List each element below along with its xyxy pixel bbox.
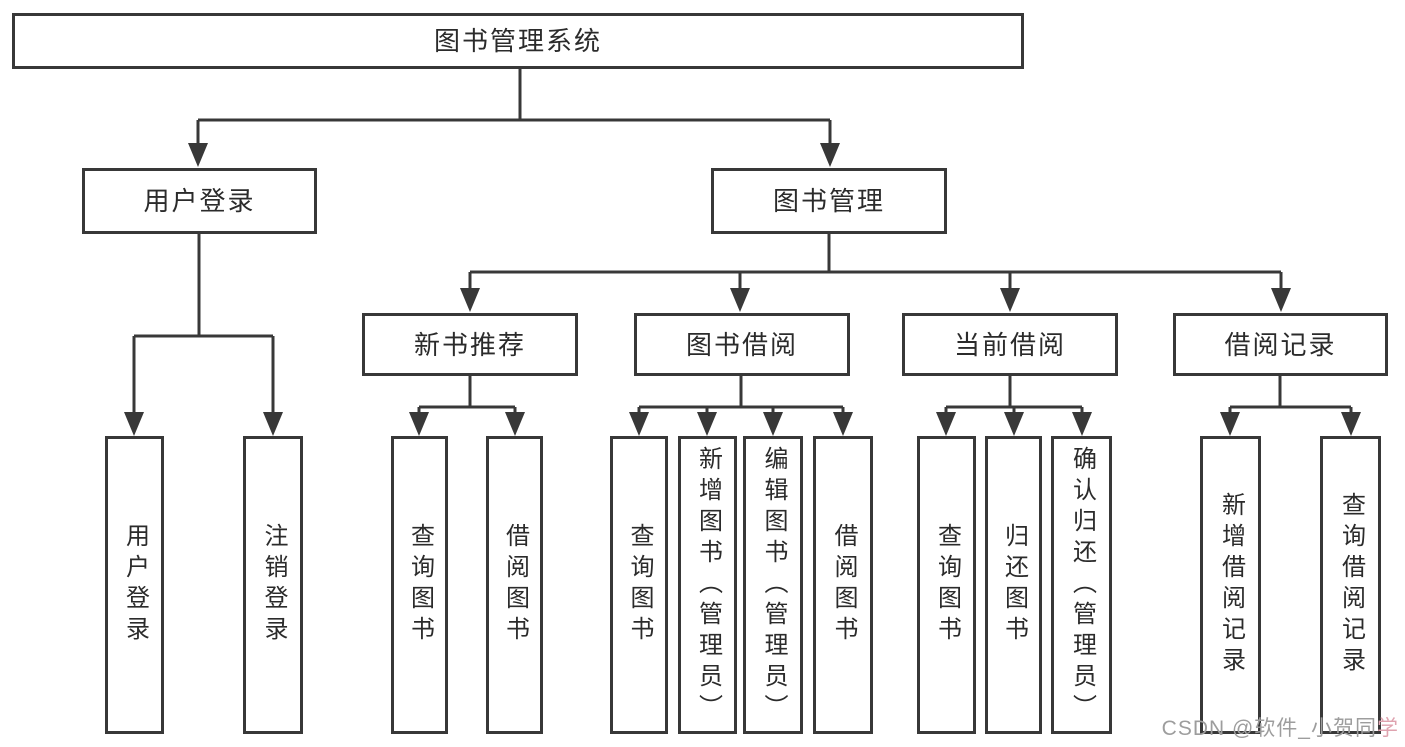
node-book-management: 图书管理 bbox=[711, 168, 947, 234]
node-book-borrowing: 图书借阅 bbox=[634, 313, 850, 376]
leaf-user-login: 用户登录 bbox=[105, 436, 164, 734]
leaf-label: 查询借阅记录 bbox=[1337, 492, 1365, 678]
watermark-text-accent: 学 bbox=[1377, 717, 1399, 740]
leaf-label: 新增图书（管理员） bbox=[694, 445, 722, 725]
leaf-borrow-books: 借阅图书 bbox=[813, 436, 873, 734]
node-label: 借阅记录 bbox=[1224, 329, 1337, 360]
leaf-add-books-admin: 新增图书（管理员） bbox=[678, 436, 737, 734]
leaf-query-books-borrow: 查询图书 bbox=[610, 436, 668, 734]
node-label: 当前借阅 bbox=[953, 329, 1066, 360]
node-label: 用户登录 bbox=[143, 186, 256, 216]
node-library-system: 图书管理系统 bbox=[12, 13, 1024, 69]
node-borrowing-records: 借阅记录 bbox=[1173, 313, 1388, 376]
leaf-query-books-recommend: 查询图书 bbox=[391, 436, 448, 734]
leaf-query-books-current: 查询图书 bbox=[917, 436, 976, 734]
leaf-label: 借阅图书 bbox=[501, 523, 529, 647]
leaf-borrow-books-recommend: 借阅图书 bbox=[486, 436, 543, 734]
leaf-confirm-return-admin: 确认归还（管理员） bbox=[1051, 436, 1112, 734]
node-user-login: 用户登录 bbox=[82, 168, 317, 234]
leaf-label: 查询图书 bbox=[626, 523, 653, 647]
leaf-label: 查询图书 bbox=[406, 523, 434, 647]
node-current-borrowing: 当前借阅 bbox=[902, 313, 1118, 376]
leaf-label: 注销登录 bbox=[260, 523, 287, 647]
csdn-watermark: CSDN @软件_小贺同学 bbox=[1162, 712, 1399, 742]
leaf-logout: 注销登录 bbox=[243, 436, 303, 734]
leaf-label: 查询图书 bbox=[933, 523, 961, 647]
leaf-edit-books-admin: 编辑图书（管理员） bbox=[743, 436, 803, 734]
leaf-label: 编辑图书（管理员） bbox=[760, 445, 787, 725]
node-new-book-recommend: 新书推荐 bbox=[362, 313, 578, 376]
node-label: 图书借阅 bbox=[685, 329, 798, 360]
leaf-label: 用户登录 bbox=[121, 523, 149, 647]
watermark-text: CSDN @软件_小贺同 bbox=[1161, 717, 1377, 740]
leaf-add-borrow-record: 新增借阅记录 bbox=[1200, 436, 1261, 734]
node-label: 图书管理系统 bbox=[433, 26, 602, 56]
leaf-return-books: 归还图书 bbox=[985, 436, 1042, 734]
node-label: 新书推荐 bbox=[413, 329, 526, 360]
leaf-label: 借阅图书 bbox=[830, 523, 857, 647]
leaf-label: 确认归还（管理员） bbox=[1068, 445, 1096, 725]
node-label: 图书管理 bbox=[772, 186, 885, 216]
leaf-label: 新增借阅记录 bbox=[1217, 492, 1245, 678]
leaf-query-borrow-record: 查询借阅记录 bbox=[1320, 436, 1381, 734]
leaf-label: 归还图书 bbox=[1000, 523, 1028, 647]
